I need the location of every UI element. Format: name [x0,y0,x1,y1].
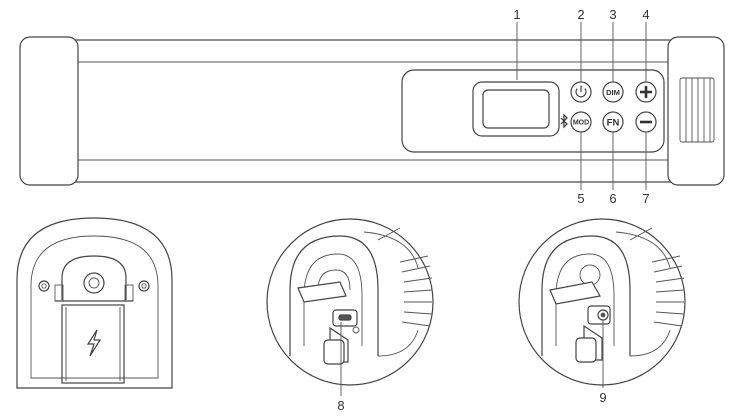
mod-button-label: MOD [573,120,589,127]
mod-button[interactable]: MOD [570,111,592,133]
callout-3: 3 [609,7,616,22]
dim-button-label: DIM [606,88,620,97]
mount-knob [83,272,105,294]
left-screw [38,280,50,292]
dim-button[interactable]: DIM [602,81,624,103]
callout-leaders-top [516,22,647,190]
callout-8: 8 [337,398,344,413]
right-screw [138,280,150,292]
callout-6: 6 [609,191,616,206]
end-cap-front-view [16,217,173,389]
minus-button[interactable] [635,111,657,133]
fn-button[interactable]: FN [602,111,624,133]
power-icon [575,85,587,98]
port-cover [61,304,125,384]
right-end-cap [667,36,725,186]
lightning-icon [86,329,102,357]
tube-body [71,39,673,183]
callout-5: 5 [577,191,584,206]
fn-button-label: FN [607,118,620,129]
bluetooth-icon [560,113,568,129]
plus-icon [640,86,652,98]
callout-2: 2 [577,7,584,22]
display-screen [472,81,560,137]
dc-port [587,305,611,325]
left-end-cap [19,36,79,186]
callout-9: 9 [599,390,606,405]
callout-7: 7 [642,191,649,206]
port-detail-dc: 9 [518,218,686,405]
usb-port [332,309,358,327]
callout-1: 1 [513,7,520,22]
plus-button[interactable] [635,81,657,103]
control-panel [401,69,665,153]
callout-4: 4 [642,7,649,22]
tube-light: DIM MOD FN [19,7,725,206]
power-button[interactable] [570,81,592,103]
port-detail-usb: 8 [266,218,434,413]
